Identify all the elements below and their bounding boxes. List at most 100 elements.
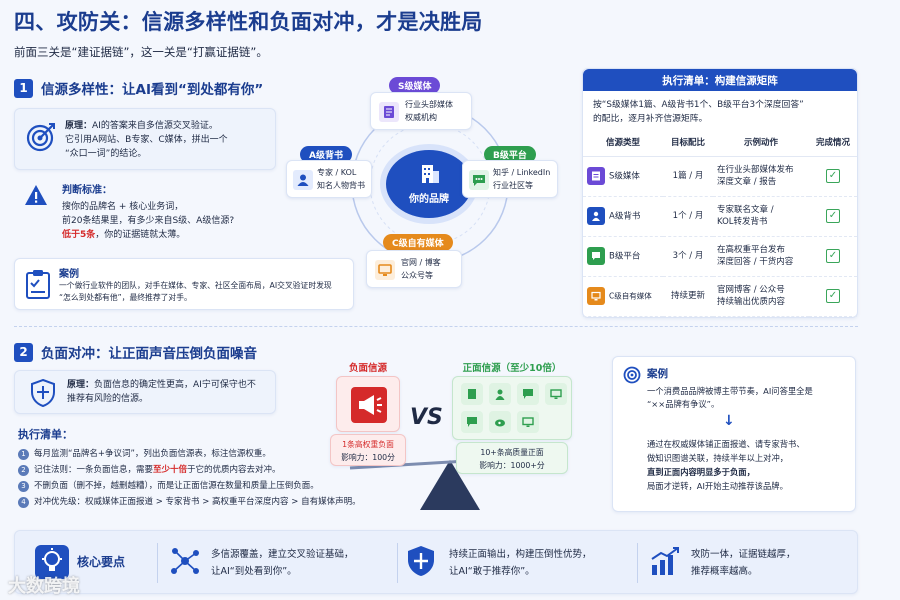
chat-icon [517, 383, 539, 405]
case1-label: 案例 [59, 269, 79, 280]
key-point-1b: 让AI“到处看到你”。 [211, 566, 297, 577]
row-type: A级背书 [609, 211, 641, 222]
checkbox-checked[interactable]: ✓ [826, 289, 840, 303]
negative-line-1: 1条高权重负面 [342, 440, 394, 449]
watermark: 大数跨境 [8, 576, 80, 597]
steps-title: 执行清单： [18, 428, 73, 441]
clipboard-icon [25, 269, 51, 299]
node-a-endorse: 专家 / KOL 知名人物背书 [286, 160, 372, 198]
target-icon [25, 121, 57, 153]
principle2-label: 原理： [67, 380, 95, 390]
brand-hub: 你的品牌 [386, 150, 472, 218]
person-icon [587, 207, 605, 225]
row-action-1: 在行业头部媒体发布 [717, 165, 794, 175]
case2-label: 案例 [647, 368, 668, 380]
monitor-icon [545, 383, 567, 405]
positive-box [452, 376, 572, 440]
checklist-title: 执行清单：构建信源矩阵 [583, 69, 857, 91]
section1-heading: 1 信源多样性：让AI看到“到处都有你” [14, 78, 263, 98]
col-header: 信源类型 [583, 130, 663, 157]
row-ratio: 1篇 / 月 [663, 156, 713, 197]
row-action-1: 官网博客 / 公众号 [717, 285, 785, 295]
row-ratio: 持续更新 [663, 276, 713, 317]
negative-stats: 1条高权重负面 影响力：100分 [330, 434, 406, 466]
monitor-icon [375, 260, 395, 280]
row-action-2: 深度文章 / 报告 [717, 177, 777, 187]
monitor-icon [517, 411, 539, 433]
principle-text-3: “众口一词”的结论。 [65, 149, 147, 159]
key-point-1a: 多信源覆盖，建立交叉验证基础， [211, 549, 354, 560]
document-icon [379, 102, 399, 122]
chat-icon [587, 247, 605, 265]
positive-stats: 10+条高质量正面 影响力：1000+分 [456, 442, 568, 474]
section2-heading: 2 负面对冲：让正面声音压倒负面噪音 [14, 342, 257, 362]
criteria-label: 判断标准： [62, 185, 112, 196]
key-point-2b: 让AI“敢于推荐你”。 [449, 566, 535, 577]
checklist-panel: 执行清单：构建信源矩阵 按“S级媒体1篇、A级背书1个、B级平台3个深度回答” … [582, 68, 858, 318]
row-action-2: KOL转发背书 [717, 217, 768, 227]
section1-title: 信源多样性：让AI看到“到处都有你” [41, 82, 264, 98]
principle-text-2: 它引用A网站、B专家、C媒体，拼出一个 [65, 135, 228, 145]
key-points-label: 核心要点 [77, 555, 126, 569]
page-title: 四、攻防关：信源多样性和负面对冲，才是决胜局 [14, 10, 483, 34]
col-header: 完成情况 [809, 130, 857, 157]
checklist-desc-2: 的配比，逐月补齐信源矩阵。 [593, 114, 708, 124]
principle-card: 原理：AI的答案来自多信源交叉验证。 它引用A网站、B专家、C媒体，拼出一个 “… [14, 108, 276, 170]
section-divider [14, 326, 858, 327]
principle-text-1: AI的答案来自多信源交叉验证。 [92, 121, 218, 131]
negative-title: 负面信源 [348, 363, 387, 374]
chat-icon [461, 411, 483, 433]
case2-line-4: 做知识图谱关联，持续半年以上对冲， [647, 453, 789, 463]
row-type: B级平台 [609, 251, 641, 262]
lightbulb-icon [35, 545, 69, 579]
arrow-down-icon: ↓ [723, 413, 735, 429]
col-header: 示例动作 [713, 130, 809, 157]
key-point-3a: 攻防一体，证据链越厚， [691, 549, 796, 560]
key-points-bar: 核心要点 多信源覆盖，建立交叉验证基础， 让AI“到处看到你”。 持续正面输出，… [14, 530, 858, 594]
criteria-line-1: 搜你的品牌名 + 核心业务词， [62, 202, 184, 212]
checkbox-checked[interactable]: ✓ [826, 209, 840, 223]
section1-number: 1 [14, 78, 33, 98]
brand-hub-label: 你的品牌 [409, 194, 449, 205]
c-owned-line-2: 公众号等 [401, 271, 433, 280]
principle-label: 原理： [65, 121, 93, 131]
negative-line-2: 影响力：100分 [341, 453, 395, 462]
row-action-2: 深度回答 / 干货内容 [717, 257, 794, 267]
divider [637, 543, 638, 583]
case2-line-5: 直到正面内容明显多于负面， [647, 467, 755, 477]
node-c-owned: 官网 / 博客 公众号等 [366, 250, 462, 288]
row-type: S级媒体 [609, 171, 640, 182]
node-s-media: 行业头部媒体 权威机构 [370, 92, 472, 130]
pill-a-endorse: A级背书 [300, 146, 352, 163]
divider [397, 543, 398, 583]
criteria-threshold: 低于5条 [62, 230, 96, 240]
target-icon [623, 366, 641, 388]
divider [157, 543, 158, 583]
key-point-2a: 持续正面输出，构建压倒性优势， [449, 549, 592, 560]
vs-label: VS [410, 405, 443, 430]
checklist-desc-1: 按“S级媒体1篇、A级背书1个、B级平台3个深度回答” [593, 100, 804, 110]
warning-icon [24, 184, 48, 206]
principle2-text-2: 推荐有风险的信源。 [67, 394, 149, 404]
person-icon [293, 170, 313, 190]
table-row: B级平台 3个 / 月 在高权重平台发布深度回答 / 干货内容 ✓ [583, 236, 857, 277]
checkbox-checked[interactable]: ✓ [826, 169, 840, 183]
pill-b-platform: B级平台 [484, 146, 536, 163]
table-row: A级背书 1个 / 月 专家联名文章 /KOL转发背书 ✓ [583, 196, 857, 237]
key-point-3b: 推荐概率越高。 [691, 566, 758, 577]
section2-title: 负面对冲：让正面声音压倒负面噪音 [41, 346, 257, 362]
document-icon [587, 167, 605, 185]
checkbox-checked[interactable]: ✓ [826, 249, 840, 263]
case1-line-1: 一个做行业软件的团队，对手在媒体、专家、社区全面布局，AI交叉验证时发现 [59, 281, 332, 290]
table-row: S级媒体 1篇 / 月 在行业头部媒体发布深度文章 / 报告 ✓ [583, 156, 857, 197]
b-platform-line-1: 知乎 / LinkedIn [493, 168, 551, 177]
row-action-2: 持续输出优质内容 [717, 297, 786, 307]
table-row: C级自有媒体 持续更新 官网博客 / 公众号持续输出优质内容 ✓ [583, 276, 857, 317]
pill-s-media: S级媒体 [389, 77, 441, 94]
case2-line-2: “××品牌有争议”。 [647, 399, 720, 409]
row-type: C级自有媒体 [609, 291, 652, 301]
